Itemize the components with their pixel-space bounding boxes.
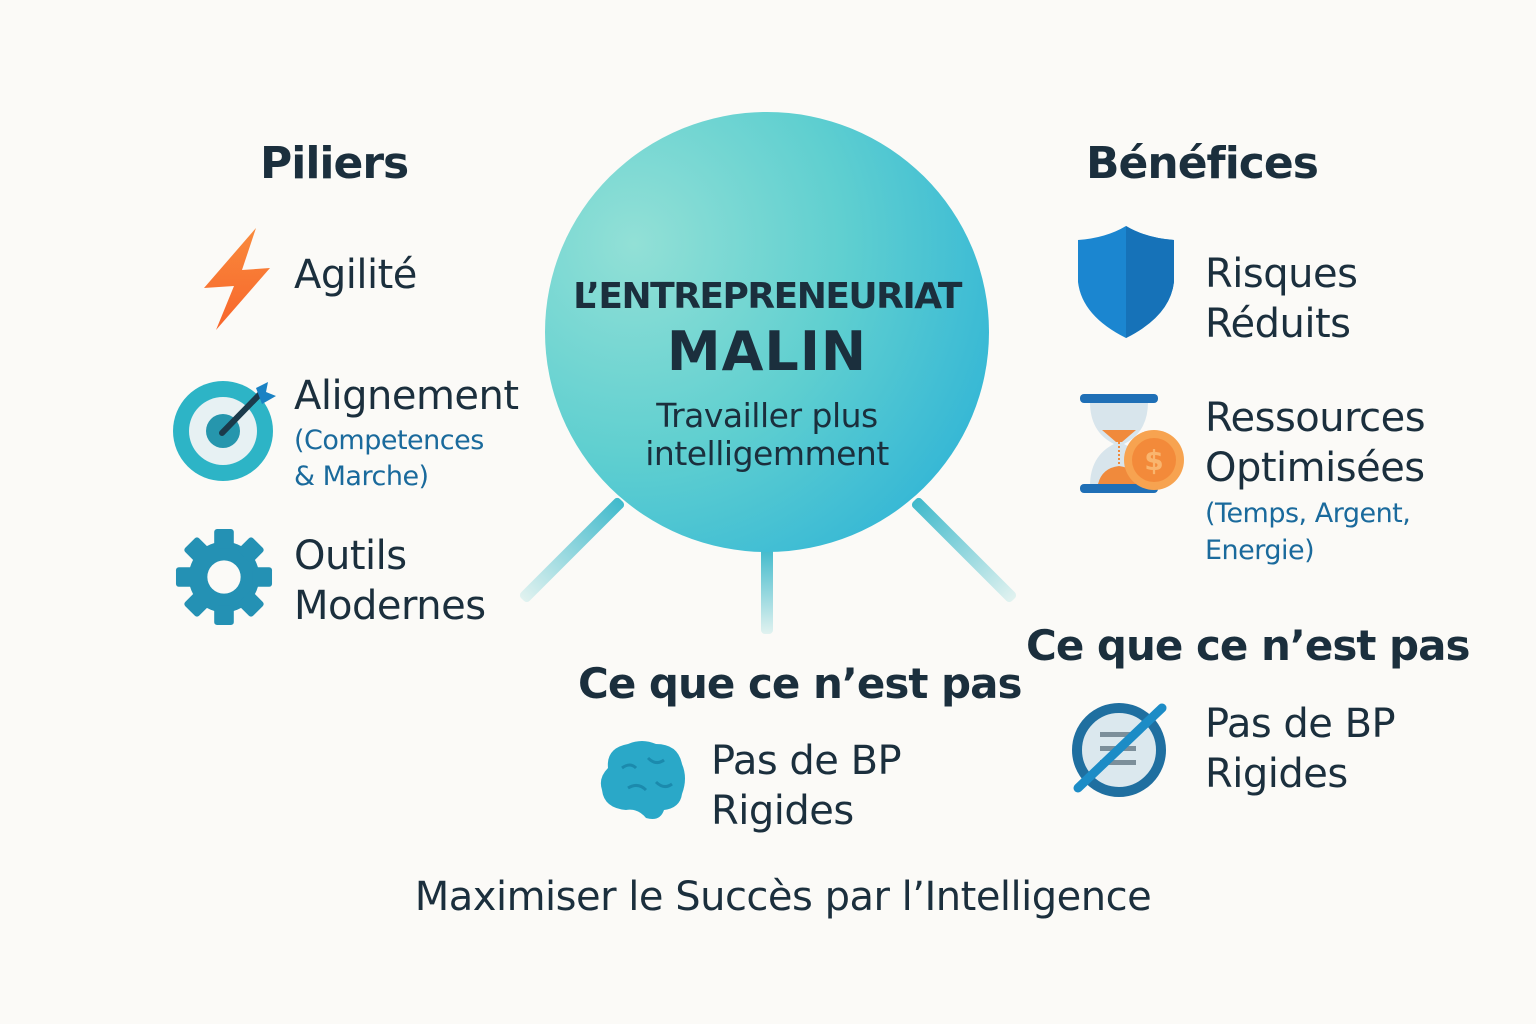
benefit-risques-label-2: Réduits [1205,301,1351,347]
connector-center [761,548,773,634]
pillars-heading: Piliers [260,138,409,189]
svg-text:$: $ [1144,444,1163,477]
not-right-label-1: Pas de BP [1205,701,1396,747]
hourglass-coin-icon: $ [1080,394,1184,493]
connector-left [518,496,626,604]
brain-icon [600,741,685,819]
benefits-heading: Bénéfices [1086,138,1319,189]
pillar-alignement-sub-2: & Marche) [294,461,429,492]
benefit-ressources-sub-1: (Temps, Argent, [1205,498,1411,529]
connector-right [910,496,1018,604]
pillar-outils-label-1: Outils [294,533,407,579]
pillar-agilite-label: Agilité [294,252,417,298]
no-document-icon [1072,703,1167,797]
hub-tagline-1: Travailler plus [656,396,878,435]
lightning-icon [204,228,270,330]
gear-icon [175,528,273,626]
benefit-ressources-label-2: Optimisées [1205,445,1425,491]
pillar-alignement-sub-1: (Competences [294,425,484,456]
not-center-heading: Ce que ce n’est pas [578,659,1022,708]
not-center-label-2: Rigides [711,788,854,834]
target-icon [173,381,276,481]
pillar-alignement-label: Alignement [294,373,519,419]
hub-title-strong: MALIN [666,320,868,383]
shield-icon [1078,226,1174,338]
footer-tagline: Maximiser le Succès par l’Intelligence [414,874,1152,920]
pillar-outils-label-2: Modernes [294,583,486,629]
benefit-ressources-label-1: Ressources [1205,395,1426,441]
central-hub: L’ENTREPRENEURIAT MALIN Travailler plus … [545,112,989,552]
hub-title: L’ENTREPRENEURIAT [573,276,962,317]
hub-tagline-2: intelligemment [645,434,889,473]
benefit-risques-label-1: Risques [1205,251,1358,297]
benefit-ressources-sub-2: Energie) [1205,535,1315,566]
not-center-label-1: Pas de BP [711,738,902,784]
not-right-heading: Ce que ce n’est pas [1026,621,1470,670]
not-right-label-2: Rigides [1205,751,1348,797]
